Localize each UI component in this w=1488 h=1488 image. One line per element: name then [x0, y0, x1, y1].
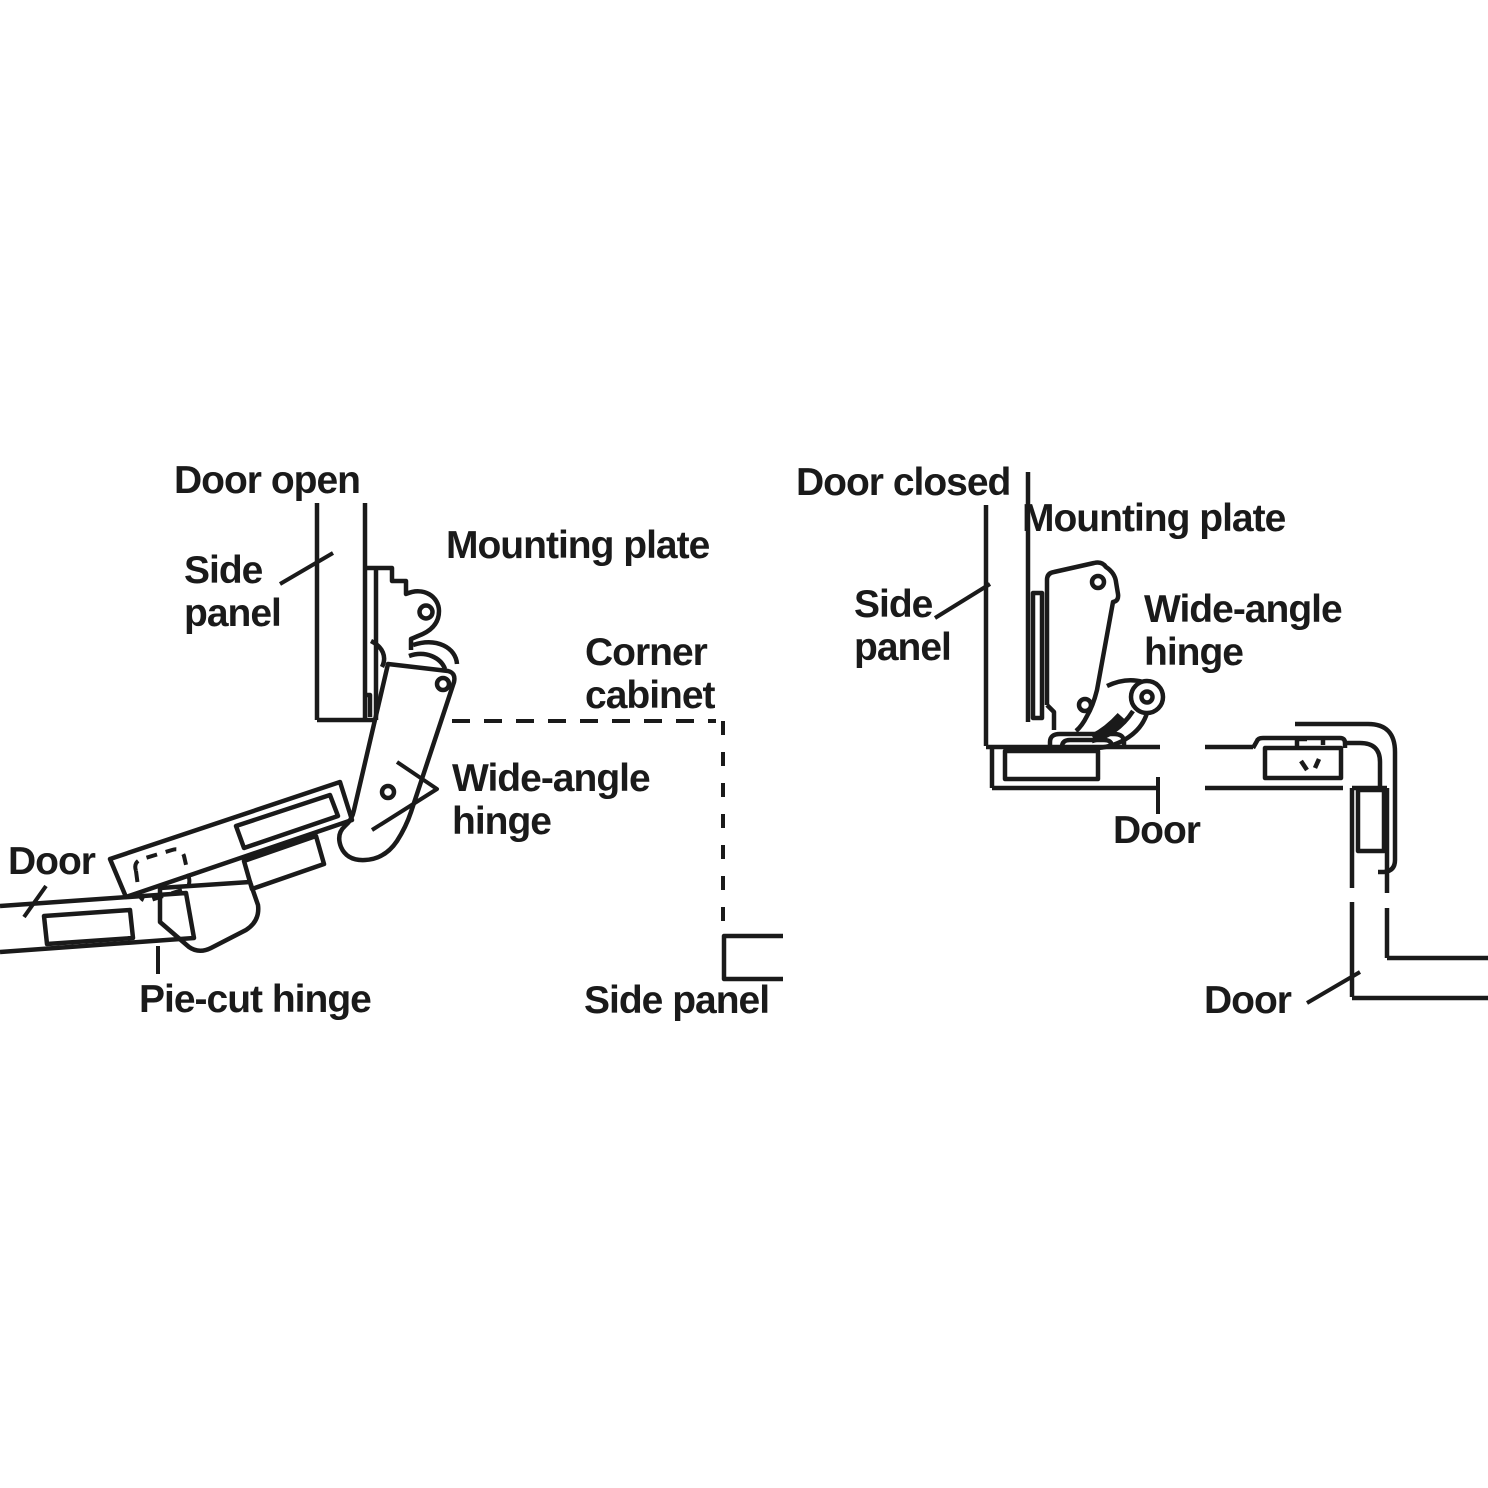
wide-angle-hinge-drawing-left — [336, 661, 457, 863]
label-wide-angle-hinge-left-line1: Wide-angle — [452, 757, 651, 800]
label-mounting-plate-left: Mounting plate — [446, 524, 710, 567]
lower-door-drawing-left — [0, 890, 197, 955]
label-side-panel-bottom: Side panel — [584, 979, 770, 1022]
label-pie-cut-hinge: Pie-cut hinge — [139, 978, 372, 1021]
leader-lines-right — [933, 582, 1362, 1005]
label-side-panel-left-line1: Side — [184, 549, 263, 592]
label-side-panel-right: Side panel — [854, 583, 952, 669]
corner-cabinet-outline — [452, 719, 725, 930]
label-door-closed: Door closed — [796, 461, 1011, 504]
label-door-right-front: Door — [1204, 979, 1292, 1022]
label-wide-angle-hinge-right-line1: Wide-angle — [1144, 588, 1343, 631]
label-door-left: Door — [8, 840, 96, 883]
door-open-panel-drawing — [314, 503, 376, 723]
label-door-right-bottom: Door — [1113, 809, 1201, 852]
label-wide-angle-hinge-right-line2: hinge — [1144, 631, 1244, 674]
label-wide-angle-hinge-right: Wide-angle hinge — [1144, 588, 1343, 674]
label-side-panel-left: Side panel — [184, 549, 282, 635]
side-panel-section-drawing — [721, 933, 783, 982]
label-corner-cabinet-line1: Corner — [585, 631, 708, 674]
door-drawing-right-vertical — [1349, 785, 1488, 1001]
label-wide-angle-hinge-left: Wide-angle hinge — [452, 757, 651, 843]
side-panel-drawing-right — [983, 472, 1031, 746]
label-mounting-plate-right: Mounting plate — [1022, 497, 1286, 540]
label-corner-cabinet: Corner cabinet — [585, 631, 716, 717]
mounting-plate-drawing-left — [363, 565, 460, 720]
label-side-panel-left-line2: panel — [184, 592, 282, 635]
label-wide-angle-hinge-left-line2: hinge — [452, 800, 552, 843]
label-side-panel-right-line2: panel — [854, 626, 952, 669]
label-side-panel-right-line1: Side — [854, 583, 933, 626]
mounting-plate-drawing-right — [1030, 590, 1045, 721]
door-drawing-right-horizontal — [986, 744, 1343, 791]
label-corner-cabinet-line2: cabinet — [585, 674, 716, 717]
label-door-open: Door open — [174, 459, 361, 502]
pie-cut-hinge-drawing — [157, 879, 261, 953]
leader-lines-left — [22, 551, 439, 974]
